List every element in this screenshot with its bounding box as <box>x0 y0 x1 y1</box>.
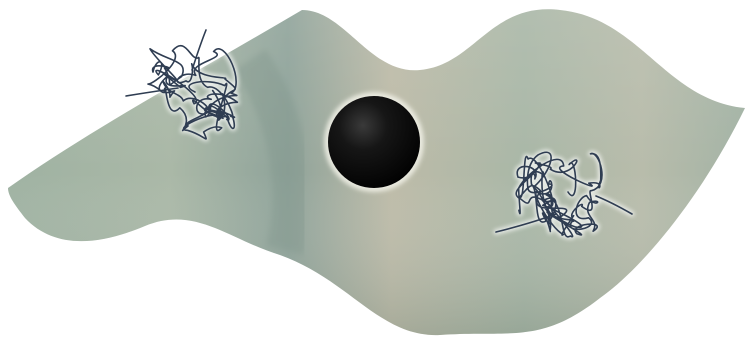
sphere-icon <box>328 96 420 188</box>
black-sphere <box>324 92 424 192</box>
